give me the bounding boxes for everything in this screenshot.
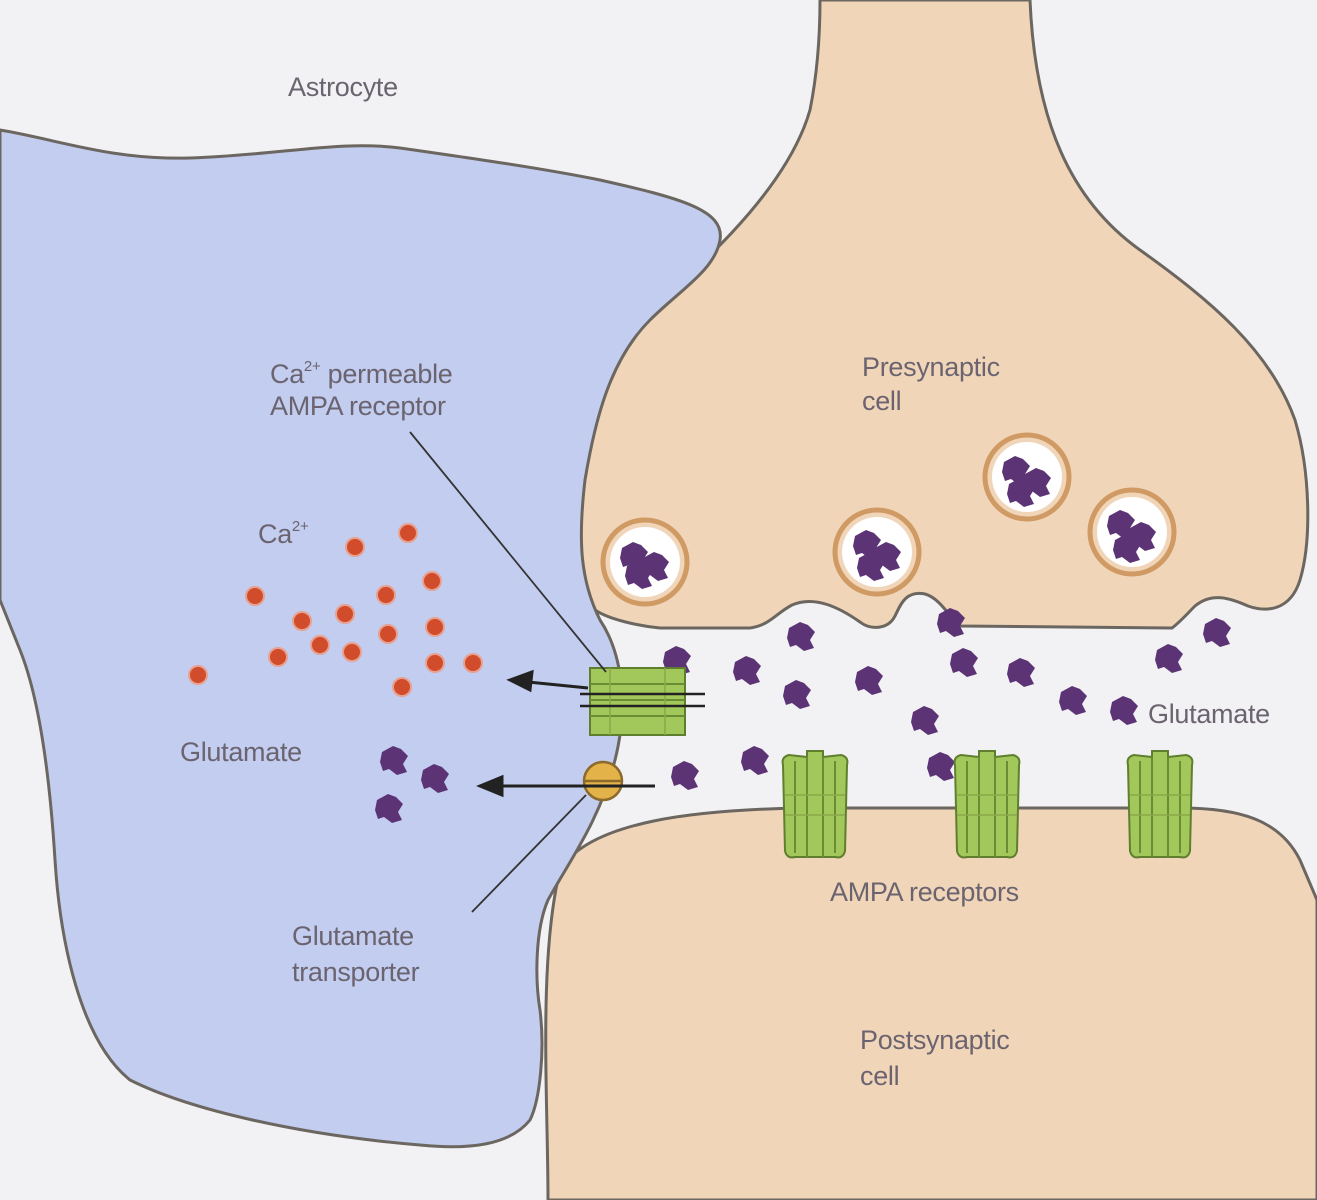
flow-arrows — [476, 669, 655, 798]
glutamate-transporter-label: Glutamate transporter — [292, 921, 420, 987]
ca-ampa-label-rest: permeable — [320, 359, 453, 389]
postsynaptic-cell-label: Postsynaptic cell — [860, 1025, 1010, 1091]
vesicle — [600, 517, 690, 607]
glutamate-transporter — [582, 760, 624, 802]
ca-charge: 2+ — [303, 358, 321, 375]
ca-permeable-ampa-receptor-label: Ca2+ permeable AMPA receptor — [270, 358, 453, 422]
calcium-ion-label: Ca2+ — [258, 518, 309, 550]
synaptic-vesicles — [600, 432, 1177, 607]
ampa-receptor — [953, 750, 1021, 859]
astrocyte-label: Astrocyte — [288, 72, 398, 102]
ampa-receptor-group — [781, 750, 1194, 859]
glutamate-cleft-label: Glutamate — [1148, 699, 1270, 729]
vesicle — [832, 507, 922, 597]
ca-ion-symbol: Ca — [258, 519, 292, 549]
label-leader-lines — [409, 431, 607, 913]
ca-ion-charge: 2+ — [291, 518, 309, 535]
vesicle — [982, 432, 1072, 522]
ca-permeable-ampa-receptor — [580, 667, 705, 736]
ampa-receptor — [1126, 750, 1194, 859]
ampa-receptor — [781, 750, 849, 859]
ampa-receptors-label: AMPA receptors — [830, 877, 1019, 907]
ca-ampa-label-line2: AMPA receptor — [270, 391, 446, 421]
postsynaptic-cell-body — [544, 806, 1317, 1200]
ca-ampa-label-line1: Ca2+ permeable — [270, 358, 453, 390]
vesicle — [1087, 487, 1177, 577]
presynaptic-cell-label: Presynaptic cell — [862, 352, 1000, 416]
glutamate-astrocyte-label: Glutamate — [180, 737, 302, 767]
ca-symbol: Ca — [270, 359, 304, 389]
calcium-ions — [188, 523, 483, 697]
